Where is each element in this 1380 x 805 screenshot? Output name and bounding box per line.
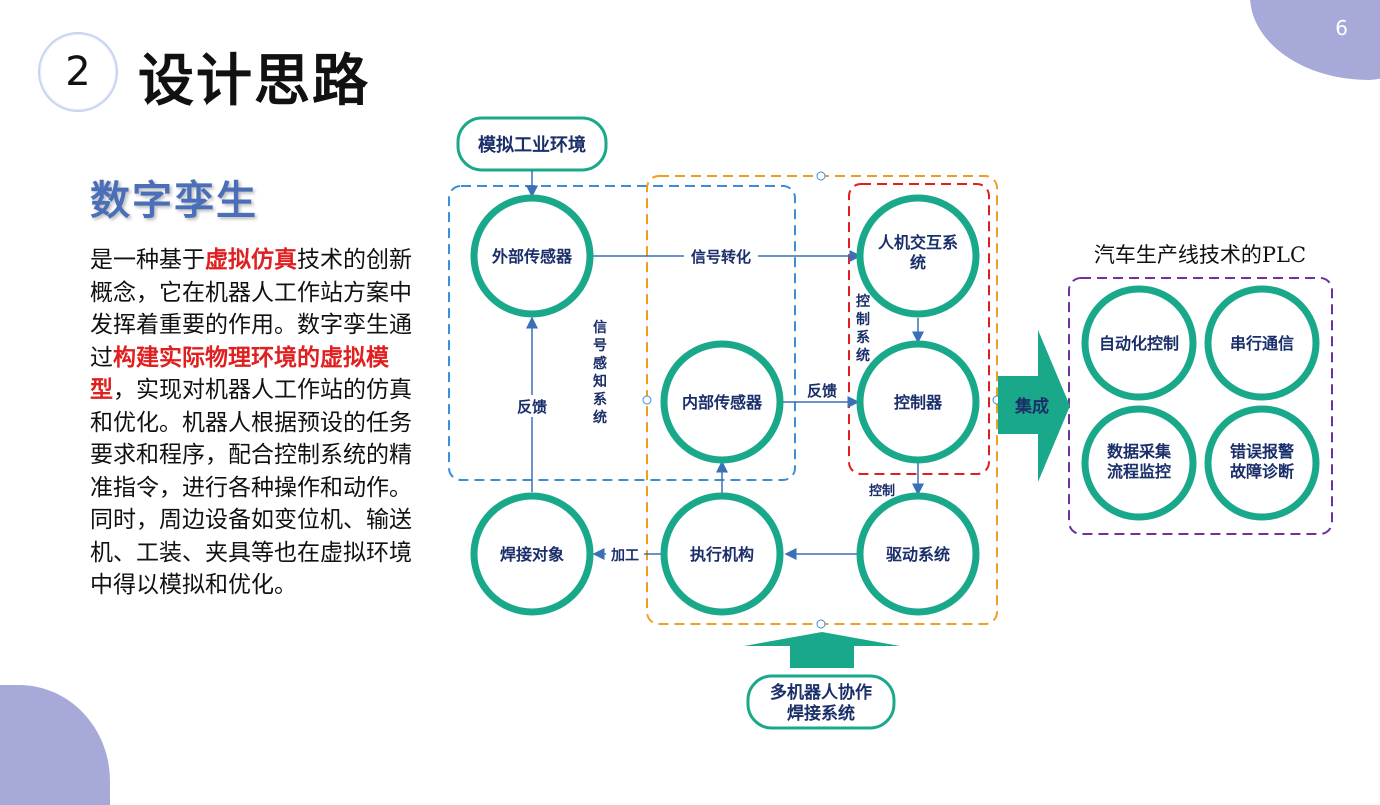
svg-text:感: 感 (593, 355, 607, 372)
error-alarm-node: 错误报警 故障诊断 (1204, 405, 1320, 521)
highlight-virtual-simulation: 虚拟仿真 (205, 247, 297, 273)
external-sensor-node: 外部传感器 (470, 194, 594, 318)
simulated-environment-label: 模拟工业环境 (478, 134, 586, 156)
drive-system-node: 驱动系统 (856, 492, 980, 616)
sensing-region (448, 185, 796, 481)
svg-text:数据采集: 数据采集 (1107, 442, 1172, 461)
page-number: 6 (1335, 16, 1348, 40)
control-edge-label: 控制 (869, 483, 895, 499)
description-paragraph: 是一种基于虚拟仿真技术的创新概念，它在机器人工作站方案中发挥着重要的作用。数字孪… (90, 244, 418, 602)
multi-robot-line1: 多机器人协作 (770, 682, 872, 703)
control-system-label: 控 制 系 统 (856, 293, 870, 364)
svg-text:自动化控制: 自动化控制 (1099, 334, 1179, 353)
svg-text:控: 控 (856, 293, 870, 310)
process-label: 加工 (610, 548, 639, 564)
connector-dot (816, 171, 826, 181)
connector-dot (816, 619, 826, 629)
svg-text:统: 统 (910, 253, 926, 272)
feedback-mid-label: 反馈 (807, 382, 837, 400)
svg-text:统: 统 (593, 409, 607, 426)
svg-text:内部传感器: 内部传感器 (682, 393, 763, 412)
internal-sensor-node: 内部传感器 (660, 340, 784, 464)
sensing-system-label: 信 号 感 知 系 统 (593, 319, 607, 426)
svg-text:串行通信: 串行通信 (1230, 334, 1294, 353)
svg-text:执行机构: 执行机构 (690, 545, 754, 564)
connector-dot (642, 395, 652, 405)
svg-text:系: 系 (593, 391, 607, 408)
section-number-badge: 2 (38, 32, 118, 112)
svg-text:错误报警: 错误报警 (1230, 442, 1294, 461)
integrate-arrow (998, 330, 1070, 482)
svg-text:外部传感器: 外部传感器 (491, 247, 573, 266)
integrate-label: 集成 (1014, 396, 1049, 417)
actuator-node: 执行机构 (660, 492, 784, 616)
section-subtitle: 数字孪生 (90, 178, 258, 224)
serial-comm-node: 串行通信 (1204, 285, 1320, 401)
svg-text:流程监控: 流程监控 (1107, 462, 1171, 481)
svg-text:号: 号 (593, 338, 607, 354)
svg-text:故障诊断: 故障诊断 (1230, 462, 1294, 481)
digital-twin-diagram: 模拟工业环境 信号转化 反馈 反馈 控制 加工 信 号 感 知 系 统 控 制 … (448, 116, 1333, 730)
svg-text:系: 系 (856, 329, 870, 346)
svg-text:焊接对象: 焊接对象 (500, 545, 564, 564)
signal-convert-label: 信号转化 (691, 248, 751, 266)
svg-text:制: 制 (856, 311, 870, 328)
multi-robot-line2: 焊接系统 (787, 703, 855, 724)
plc-title: 汽车生产线技术的PLC (1094, 243, 1306, 267)
svg-text:统: 统 (856, 347, 870, 364)
page-title: 设计思路 (138, 49, 370, 114)
controller-node: 控制器 (856, 340, 980, 464)
feedback-left-label: 反馈 (517, 398, 547, 416)
weld-object-node: 焊接对象 (470, 492, 594, 616)
multi-robot-box (746, 674, 896, 730)
svg-text:知: 知 (593, 373, 607, 390)
svg-text:驱动系统: 驱动系统 (886, 545, 950, 564)
text-segment: 是一种基于 (90, 247, 205, 273)
text-segment: ，实现对机器人工作站的仿真和优化。机器人根据预设的任务要求和程序，配合控制系统的… (90, 377, 412, 598)
svg-text:控制器: 控制器 (894, 393, 943, 412)
highlight-virtual-model: 构建实际物理环境的虚拟模型 (90, 344, 389, 404)
auto-control-node: 自动化控制 (1081, 285, 1197, 401)
svg-text:信: 信 (593, 319, 607, 336)
upward-input-arrow (744, 632, 900, 668)
data-collection-node: 数据采集 流程监控 (1081, 405, 1197, 521)
control-region (848, 183, 990, 475)
text-segment: 技术的创新概念，它在机器人工作站方案中发挥着重要的作用。数字孪生通过 (90, 247, 412, 371)
svg-text:人机交互系: 人机交互系 (878, 233, 958, 252)
hmi-node: 人机交互系 统 (856, 194, 980, 318)
